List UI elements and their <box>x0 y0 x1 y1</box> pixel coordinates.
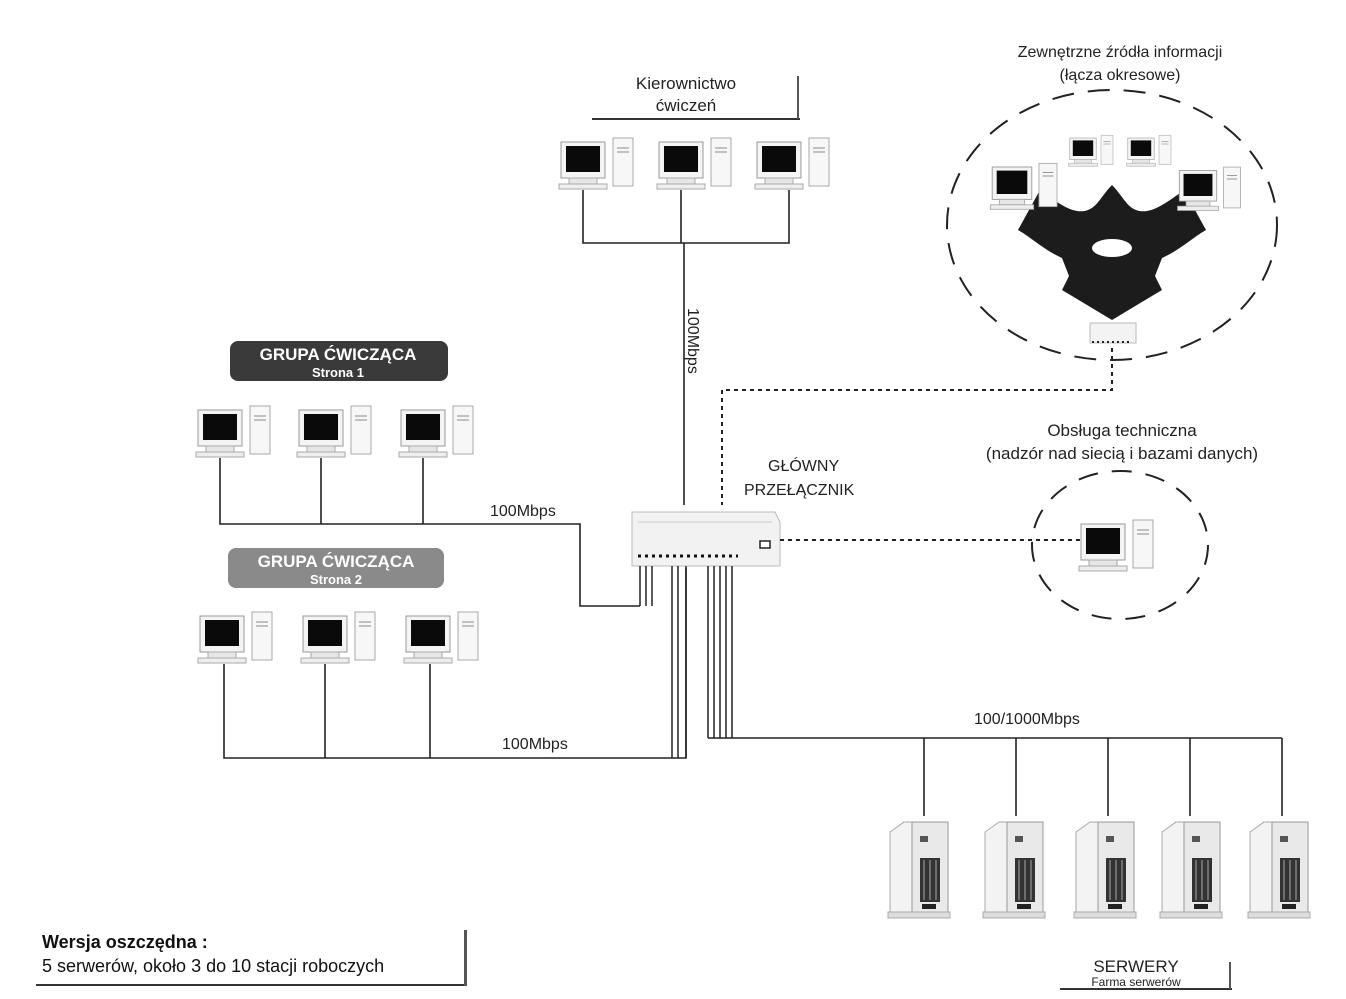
footer-divider <box>36 984 466 986</box>
external-sources: Zewnętrzne źródła informacji (łącza okre… <box>721 44 1278 505</box>
switch-label-line1: GŁÓWNY <box>768 456 839 475</box>
network-switch-icon <box>631 511 781 567</box>
external-label-line2: (łącza okresowe) <box>1060 67 1181 84</box>
support-label-line1: Obsługa techniczna <box>1047 421 1197 440</box>
server-2-server-tower-icon <box>982 821 1046 919</box>
server-4-server-tower-icon <box>1159 821 1223 919</box>
server-1-server-tower-icon <box>887 821 951 919</box>
servers-label-line2: Farma serwerów <box>1091 975 1181 989</box>
group1-workstation-1-computer-icon <box>195 405 271 458</box>
group2-workstation-3-computer-icon <box>403 611 479 664</box>
management-group: Kierownictwo ćwiczeń 100Mbps <box>558 74 830 505</box>
group1-badge <box>230 341 448 381</box>
external-workstation-2-computer-icon <box>1068 135 1114 167</box>
management-workstation-3-computer-icon <box>754 137 830 190</box>
footer-note: Wersja oszczędna : 5 serwerów, około 3 d… <box>36 924 467 988</box>
group1-link-speed: 100Mbps <box>490 503 556 520</box>
management-label-line1: Kierownictwo <box>636 74 736 93</box>
main-switch: GŁÓWNY PRZEŁĄCZNIK <box>631 456 855 758</box>
external-router-icon <box>1089 322 1137 344</box>
group2-link-speed: 100Mbps <box>502 736 568 753</box>
servers-label-line1: SERWERY <box>1093 957 1178 976</box>
technical-support: Obsługa techniczna (nadzór nad siecią i … <box>780 421 1258 620</box>
server-5-server-tower-icon <box>1247 821 1311 919</box>
footer-title: Wersja oszczędna : <box>42 932 208 952</box>
external-workstation-4-computer-icon <box>1177 166 1241 211</box>
external-label-line1: Zewnętrzne źródła informacji <box>1018 44 1223 61</box>
management-workstation-1-computer-icon <box>558 137 634 190</box>
footer-subtitle: 5 serwerów, około 3 do 10 stacji roboczy… <box>42 956 385 976</box>
group2-subtitle: Strona 2 <box>310 572 362 587</box>
group2-badge <box>228 548 444 588</box>
training-group-2: GRUPA ĆWICZĄCA Strona 2 100Mbps <box>197 548 687 759</box>
switch-label-line2: PRZEŁĄCZNIK <box>744 482 855 499</box>
group2-workstation-2-computer-icon <box>300 611 376 664</box>
group1-subtitle: Strona 1 <box>312 365 364 380</box>
external-workstation-3-computer-icon <box>1126 135 1172 167</box>
footer-edge <box>464 930 467 986</box>
group1-workstation-3-computer-icon <box>398 405 474 458</box>
group1-title: GRUPA ĆWICZĄCA <box>260 345 417 364</box>
server-3-server-tower-icon <box>1073 821 1137 919</box>
server-farm: 100/1000Mbps SERWERY Farma serwerów <box>708 711 1311 990</box>
external-link <box>721 348 1113 505</box>
group2-title: GRUPA ĆWICZĄCA <box>258 552 415 571</box>
external-workstation-1-computer-icon <box>989 162 1058 210</box>
support-label-line2: (nadzór nad siecią i bazami danych) <box>986 444 1258 463</box>
management-label-line2: ćwiczeń <box>656 96 716 115</box>
training-group-1: GRUPA ĆWICZĄCA Strona 1 100Mbps <box>195 341 640 607</box>
servers-link-speed: 100/1000Mbps <box>974 711 1080 728</box>
support-zone-boundary <box>1031 470 1209 620</box>
management-workstation-2-computer-icon <box>656 137 732 190</box>
group2-workstation-1-computer-icon <box>197 611 273 664</box>
support-workstation-computer-icon <box>1078 519 1154 572</box>
management-link-speed: 100Mbps <box>684 308 701 374</box>
group1-workstation-2-computer-icon <box>296 405 372 458</box>
